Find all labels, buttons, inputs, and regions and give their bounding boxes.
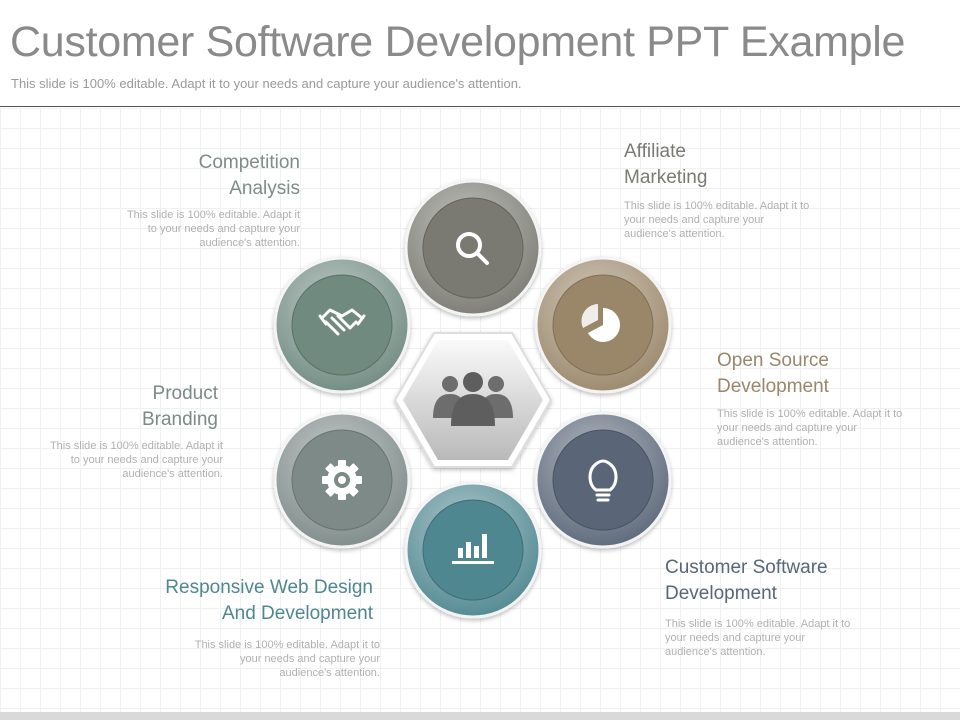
node-inner-disc — [422, 197, 524, 299]
node-customer-software-development — [534, 411, 672, 549]
team-icon — [433, 372, 513, 426]
description-open-source-development: This slide is 100% editable. Adapt it to… — [717, 408, 903, 448]
node-affiliate-marketing — [404, 179, 542, 317]
gear-icon — [322, 460, 362, 500]
label-responsive-web-design: Responsive Web Design And Development — [165, 577, 373, 624]
label-customer-software-development: Customer Software Development — [665, 557, 828, 604]
node-competition-analysis — [273, 256, 411, 394]
description-competition-analysis: This slide is 100% editable. Adapt it to… — [126, 209, 300, 249]
node-inner-disc — [552, 429, 654, 531]
bottom-bar — [0, 712, 960, 720]
description-customer-software-development: This slide is 100% editable. Adapt it to… — [665, 618, 851, 658]
node-responsive-web-design — [404, 481, 542, 619]
description-responsive-web-design: This slide is 100% editable. Adapt it to… — [194, 639, 380, 679]
bar-chart-icon — [452, 534, 494, 564]
label-product-branding: Product Branding — [141, 383, 218, 430]
description-affiliate-marketing: This slide is 100% editable. Adapt it to… — [624, 200, 810, 240]
slide-title: Customer Software Development PPT Exampl… — [10, 18, 906, 66]
label-competition-analysis: Competition Analysis — [198, 152, 300, 199]
title-divider — [0, 106, 960, 107]
label-affiliate-marketing: Affiliate Marketing — [624, 141, 708, 188]
handshake-icon — [318, 308, 366, 336]
pie-chart-icon — [581, 304, 620, 342]
slide-subtitle: This slide is 100% editable. Adapt it to… — [11, 76, 522, 91]
node-inner-disc — [422, 499, 524, 601]
label-open-source-development: Open Source Development — [717, 350, 829, 397]
description-product-branding: This slide is 100% editable. Adapt it to… — [49, 440, 223, 480]
search-icon — [456, 232, 489, 265]
node-inner-disc — [291, 274, 393, 376]
lightbulb-icon — [588, 459, 618, 502]
